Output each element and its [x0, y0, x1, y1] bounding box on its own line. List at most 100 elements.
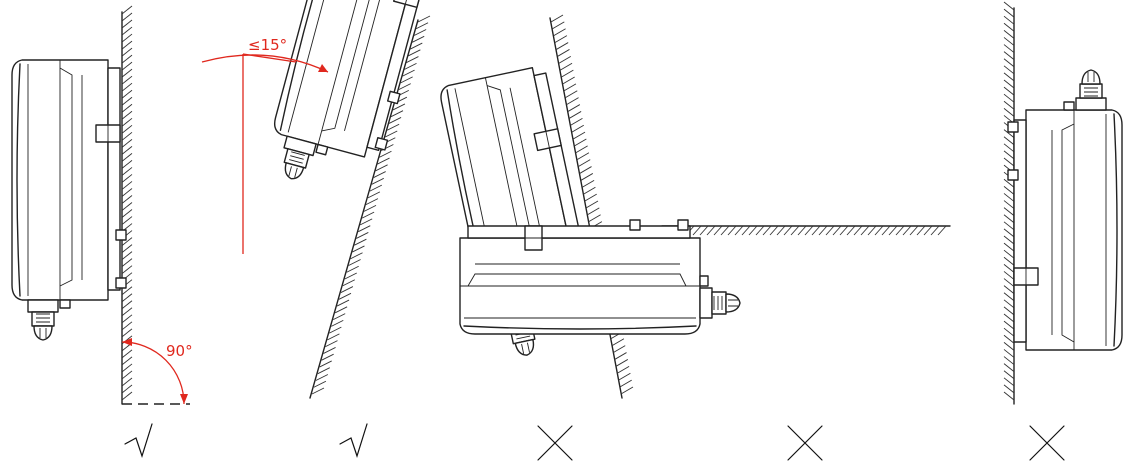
hatch-line [336, 299, 350, 307]
hatch-line [1003, 79, 1015, 89]
cross-mark-icon [787, 425, 823, 461]
hatch-line [121, 384, 133, 394]
hatch-line [581, 179, 595, 188]
variant-tilted-forward-wall [437, 14, 634, 461]
hatch-line [334, 306, 348, 314]
hatch-line [1003, 58, 1015, 68]
hatch-line [572, 131, 586, 140]
hatch-line [1003, 193, 1015, 202]
inverter-horizontal [459, 219, 741, 335]
hatch-line [618, 372, 631, 381]
hatch-line [874, 225, 884, 236]
hatch-line [121, 293, 133, 303]
hatch-line [1003, 256, 1015, 266]
hatch-line [321, 353, 334, 361]
hatch-line [1003, 51, 1015, 60]
hatch-line [811, 225, 821, 236]
hatch-line [121, 216, 133, 225]
hatch-line [346, 265, 359, 273]
hatch-line [755, 225, 765, 236]
floor-surface [657, 225, 951, 236]
hatch-line [121, 103, 133, 113]
hatch-line [319, 360, 332, 368]
hatch-line [937, 225, 947, 236]
hatch-line [121, 12, 133, 22]
hatch-line [1003, 349, 1015, 358]
hatch-line [398, 83, 411, 91]
wall-tilted-forward [549, 14, 634, 399]
hatch-line [574, 138, 587, 147]
hatch-line [558, 55, 572, 64]
hatch-line [881, 225, 891, 236]
variant-upside-down-wall [1003, 1, 1123, 461]
hatch-line [121, 75, 133, 85]
hatch-line [1003, 292, 1015, 302]
hatch-line [1003, 384, 1015, 394]
check-mark-icon [339, 423, 368, 458]
hatch-line [121, 209, 133, 218]
hatch-line [358, 225, 371, 233]
inverter-tilted-back [260, 0, 445, 201]
hatch-line [620, 386, 634, 395]
hatch-line [612, 345, 626, 354]
hatch-line [1003, 157, 1015, 167]
hatch-line [1003, 356, 1015, 365]
hatch-line [344, 272, 357, 280]
hatch-line [121, 181, 133, 190]
wall-vertical [121, 5, 133, 405]
hatch-line [121, 286, 133, 296]
hatch-line [121, 89, 133, 99]
hatch-line [121, 160, 133, 169]
hatch-line [121, 167, 133, 176]
hatch-line [555, 42, 569, 50]
hatch-line [611, 338, 625, 347]
hatch-line [1003, 242, 1015, 252]
hatch-line [388, 117, 402, 124]
hatch-line [361, 211, 375, 219]
inverter-vertical [11, 59, 127, 341]
hatch-line [121, 314, 133, 324]
hatch-line [1003, 306, 1015, 316]
cross-mark-icon [1029, 425, 1065, 461]
hatch-line [121, 96, 133, 106]
hatch-line [121, 328, 133, 338]
hatch-line [797, 225, 807, 236]
hatch-line [615, 359, 629, 367]
hatch-line [359, 218, 373, 226]
hatch-line [331, 319, 344, 327]
hatch-line [408, 49, 421, 57]
hatch-line [860, 225, 870, 236]
hatch-line [584, 193, 597, 202]
hatch-line [371, 177, 384, 185]
hatch-line [350, 252, 363, 260]
hatch-line [402, 69, 415, 77]
hatch-line [902, 225, 912, 236]
hatch-line [121, 377, 133, 387]
hatch-line [1003, 129, 1015, 138]
hatch-line [417, 15, 431, 23]
wall-tilted-back [309, 15, 431, 399]
hatch-line [804, 225, 814, 236]
hatch-line [559, 62, 573, 71]
hatch-line [1003, 37, 1015, 46]
hatch-line [867, 225, 877, 236]
hatch-line [553, 28, 566, 37]
hatch-line [317, 367, 330, 375]
check-mark-icon [124, 423, 153, 458]
hatch-line [348, 259, 361, 266]
hatch-line [583, 186, 596, 195]
hatch-line [1003, 65, 1015, 75]
hatch-line [579, 166, 592, 174]
hatch-line [1003, 22, 1015, 32]
hatch-line [121, 321, 133, 331]
hatch-line [923, 225, 933, 236]
hatch-line [616, 365, 630, 374]
hatch-line [1003, 207, 1015, 216]
right-angle-arc [121, 341, 185, 405]
hatch-line [614, 352, 627, 360]
hatch-line [121, 19, 133, 29]
hatch-line [853, 225, 863, 236]
hatch-line [818, 225, 828, 236]
hatch-line [1003, 313, 1015, 323]
hatch-line [1003, 136, 1015, 146]
